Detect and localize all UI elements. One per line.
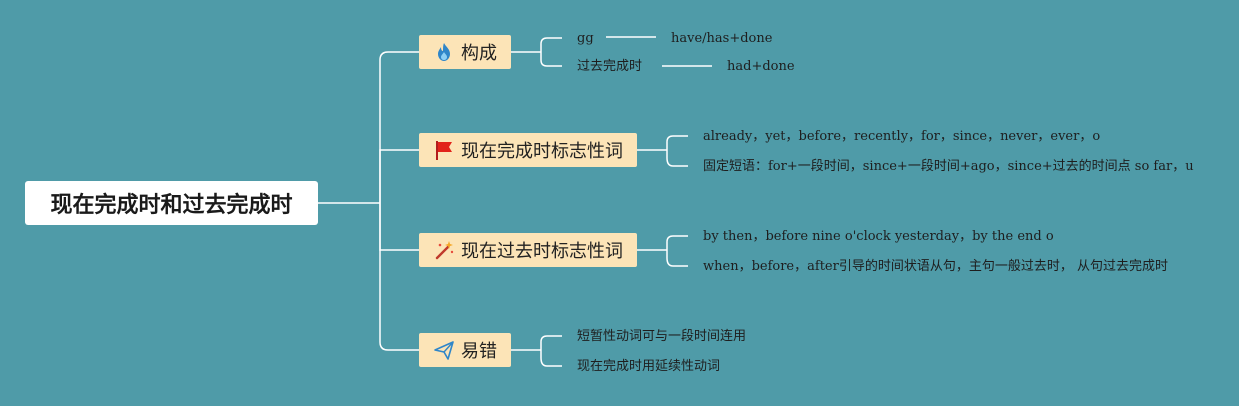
branch-label: 易错 (461, 341, 497, 362)
leaf-text: 短暂性动词可与一段时间连用 (577, 329, 747, 344)
fire-icon (433, 41, 455, 63)
leaf-text: 固定短语：for+一段时间，since+一段时间+ago，since+过去的时间… (703, 159, 1194, 174)
branch-label: 构成 (461, 43, 497, 64)
leaf-text: 现在完成时用延续性动词 (577, 359, 721, 374)
branch-node-composition[interactable]: 构成 (419, 35, 511, 69)
leaf-text: by then，before nine o'clock yesterday，by… (703, 229, 1054, 244)
paper-plane-icon (433, 339, 455, 361)
leaf-text: already，yet，before，recently，for，since，ne… (703, 129, 1101, 144)
leaf-text: gg (577, 31, 594, 46)
branch-label: 现在过去时标志性词 (461, 241, 623, 262)
branch-node-present-perfect-signals[interactable]: 现在完成时标志性词 (419, 133, 637, 167)
root-label: 现在完成时和过去完成时 (50, 193, 293, 218)
leaf-value: had+done (727, 59, 795, 74)
leaf-text: when，before，after引导的时间状语从句，主句一般过去时， 从句过去… (703, 259, 1168, 274)
branch-node-past-perfect-signals[interactable]: 现在过去时标志性词 (419, 233, 637, 267)
root-node[interactable]: 现在完成时和过去完成时 (25, 181, 318, 225)
magic-wand-icon (433, 239, 455, 261)
branch-label: 现在完成时标志性词 (461, 141, 623, 162)
leaf-value: have/has+done (671, 31, 773, 46)
branch-node-common-mistakes[interactable]: 易错 (419, 333, 511, 367)
red-flag-icon (433, 139, 455, 161)
leaf-text: 过去完成时 (577, 59, 643, 74)
